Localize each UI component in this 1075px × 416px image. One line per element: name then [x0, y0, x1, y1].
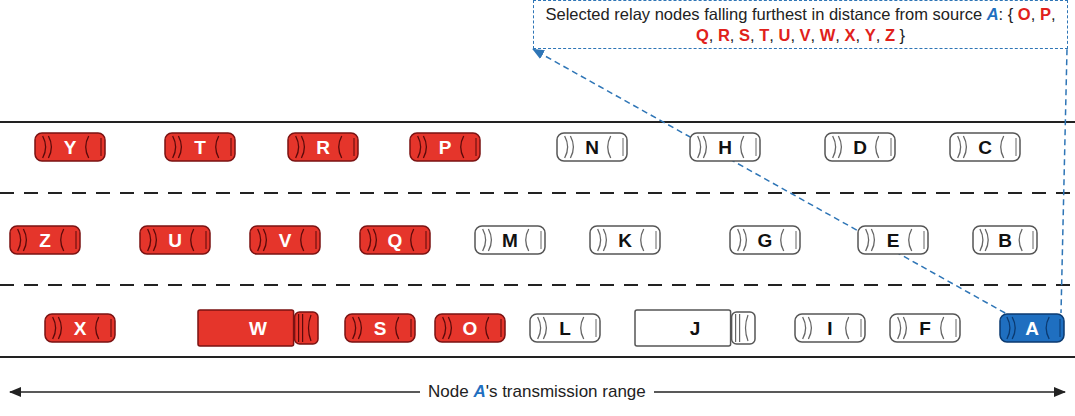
node-letter: D — [853, 138, 867, 157]
road-edge — [0, 356, 1075, 358]
vehicle-car: C — [949, 132, 1021, 162]
node-letter: G — [758, 231, 773, 250]
lane-divider — [0, 284, 1075, 286]
range-label: Node A's transmission range — [420, 382, 654, 402]
relay-car: Z — [9, 225, 81, 255]
road-edge — [0, 121, 1075, 123]
relay-car: X — [44, 313, 116, 343]
relay-node-name: X — [845, 26, 856, 44]
vehicle-car: M — [474, 225, 546, 255]
relay-node-name: O — [1018, 5, 1031, 23]
vehicle-car: I — [794, 313, 866, 343]
node-letter: H — [718, 138, 732, 157]
node-letter: W — [249, 319, 267, 338]
callout-text: Selected relay nodes falling furthest in… — [542, 4, 1059, 45]
vehicle-car: F — [889, 313, 961, 343]
vehicle-car: B — [972, 225, 1038, 255]
vehicle-car: H — [689, 132, 761, 162]
relay-car: R — [287, 132, 359, 162]
node-letter: E — [887, 231, 900, 250]
source-car: A — [999, 313, 1065, 343]
node-letter: K — [618, 231, 632, 250]
node-letter: J — [690, 319, 701, 338]
vehicle-car: K — [589, 225, 661, 255]
truck-node: W — [197, 309, 319, 347]
vehicle-car: G — [729, 225, 801, 255]
callout-leader — [533, 49, 1005, 313]
relay-node-name: P — [1040, 5, 1051, 23]
relay-node-name: U — [778, 26, 790, 44]
relay-car: Q — [359, 225, 431, 255]
vehicle-car: E — [857, 225, 929, 255]
node-letter: N — [585, 138, 599, 157]
node-letter: P — [439, 138, 452, 157]
node-letter: L — [559, 319, 571, 338]
node-letter: I — [827, 319, 832, 338]
truck-node: J — [634, 309, 756, 347]
node-letter: Q — [388, 231, 403, 250]
callout-side-line — [1061, 49, 1067, 313]
relay-node-name: Z — [885, 26, 895, 44]
relay-car: T — [164, 132, 236, 162]
relay-node-name: Y — [865, 26, 876, 44]
node-letter: C — [978, 138, 992, 157]
source-node-name: A — [987, 5, 999, 23]
relay-car: Y — [34, 132, 106, 162]
relay-car: S — [344, 313, 416, 343]
node-letter: A — [1025, 319, 1039, 338]
callout-box: Selected relay nodes falling furthest in… — [533, 0, 1068, 49]
relay-node-name: T — [759, 26, 769, 44]
node-letter: Y — [64, 138, 77, 157]
vehicle-car: N — [556, 132, 628, 162]
source-node-name: A — [473, 382, 485, 401]
relay-car: P — [409, 132, 481, 162]
node-letter: T — [194, 138, 206, 157]
node-letter: B — [998, 231, 1012, 250]
node-letter: X — [74, 319, 87, 338]
node-letter: M — [502, 231, 518, 250]
vehicle-car: D — [824, 132, 896, 162]
node-letter: V — [279, 231, 292, 250]
relay-car: V — [249, 225, 321, 255]
relay-node-name: W — [820, 26, 836, 44]
relay-node-name: R — [718, 26, 730, 44]
node-letter: F — [919, 319, 931, 338]
node-letter: Z — [39, 231, 51, 250]
lane-divider — [0, 192, 1075, 194]
relay-node-name: S — [739, 26, 750, 44]
vehicle-car: L — [529, 313, 601, 343]
relay-node-name: V — [800, 26, 811, 44]
relay-car: O — [434, 313, 506, 343]
relay-node-name: Q — [696, 26, 709, 44]
node-letter: R — [316, 138, 330, 157]
node-letter: U — [168, 231, 182, 250]
node-letter: S — [374, 319, 387, 338]
node-letter: O — [463, 319, 478, 338]
relay-car: U — [139, 225, 211, 255]
